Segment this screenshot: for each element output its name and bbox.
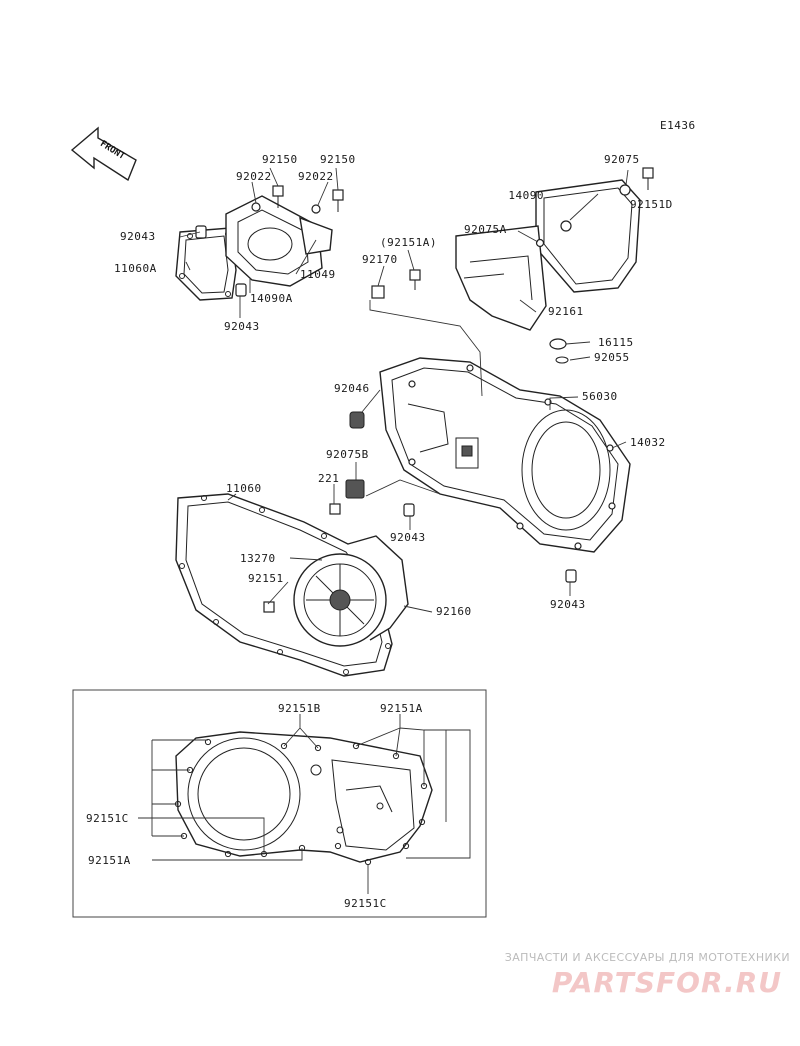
part-label: 92043 <box>390 531 426 544</box>
part-label: 11049 <box>300 268 336 281</box>
part-label: 92151 <box>248 572 284 585</box>
watermark: ЗАПЧАСТИ И АКСЕССУАРЫ ДЛЯ МОТОТЕХНИКИ PA… <box>505 951 790 999</box>
inset-part-label: 92151A <box>88 854 131 867</box>
outer-cover-plate <box>455 167 654 331</box>
part-label: 92151D <box>630 198 673 211</box>
part-label: 92170 <box>362 253 398 266</box>
part-label: 92055 <box>594 351 630 364</box>
part-label: 92043 <box>120 230 156 243</box>
part-label: 11060A <box>114 262 157 275</box>
part-label: 92043 <box>224 320 260 333</box>
part-label: 13270 <box>240 552 276 565</box>
part-label: 14090 <box>508 189 544 202</box>
part-label: 92022 <box>298 170 334 183</box>
part-label: 92150 <box>320 153 356 166</box>
inset-part-label: 92151A <box>380 702 423 715</box>
part-label: 14032 <box>630 436 666 449</box>
inset-part-label: 92151B <box>278 702 321 715</box>
part-label: 92046 <box>334 382 370 395</box>
part-label: 16115 <box>598 336 634 349</box>
part-label: (92151A) <box>380 236 437 249</box>
part-labels: 92150 92022 92150 92022 92043 11060A 140… <box>114 153 673 618</box>
front-arrow-icon: FRONT <box>70 126 137 182</box>
part-label: 92075B <box>326 448 369 461</box>
upper-cover-assembly <box>175 185 344 301</box>
part-label: 11060 <box>226 482 262 495</box>
watermark-tagline: ЗАПЧАСТИ И АКСЕССУАРЫ ДЛЯ МОТОТЕХНИКИ <box>505 951 790 964</box>
part-label: 92043 <box>550 598 586 611</box>
inset-bolt-layout: 92151B 92151A 92151C 92151A 92151C <box>72 689 487 918</box>
part-label: 92150 <box>262 153 298 166</box>
part-label: 92075 <box>604 153 640 166</box>
inset-part-label: 92151C <box>344 897 387 910</box>
diagram-code: E1436 <box>660 119 696 132</box>
clutch-cover-14032 <box>329 269 631 583</box>
part-label: 92022 <box>236 170 272 183</box>
inset-leaders <box>138 714 471 894</box>
inset-part-label: 92151C <box>86 812 129 825</box>
inset-bolts <box>174 738 428 866</box>
inner-cover-13270 <box>263 535 409 647</box>
part-label: 14090A <box>250 292 293 305</box>
watermark-logo: PARTSFOR.RU <box>552 966 782 999</box>
part-label: 221 <box>318 472 339 485</box>
leader-lines <box>179 167 629 613</box>
part-label: 92075A <box>464 223 507 236</box>
part-label: 92160 <box>436 605 472 618</box>
part-label: 92161 <box>548 305 584 318</box>
part-label: 56030 <box>582 390 618 403</box>
